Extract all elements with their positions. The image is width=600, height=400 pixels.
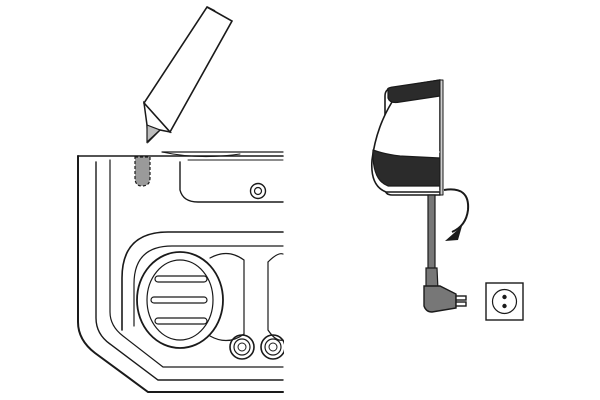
appliance-panel — [77, 5, 324, 400]
appliance-housing — [77, 151, 284, 393]
plug-panel — [370, 79, 524, 321]
power-adapter-icon — [370, 79, 444, 196]
rotary-knob-icon — [229, 334, 255, 360]
power-plug-icon — [423, 285, 467, 313]
rotate-arrow-icon — [443, 188, 470, 241]
rotary-knob-icon — [260, 334, 286, 360]
vent-grille-icon — [136, 251, 224, 349]
marking-spot-icon — [134, 156, 151, 187]
wall-socket-icon — [485, 282, 524, 321]
crop-mask — [284, 140, 324, 400]
power-cable — [425, 194, 439, 291]
marker-pen-icon — [142, 5, 234, 144]
